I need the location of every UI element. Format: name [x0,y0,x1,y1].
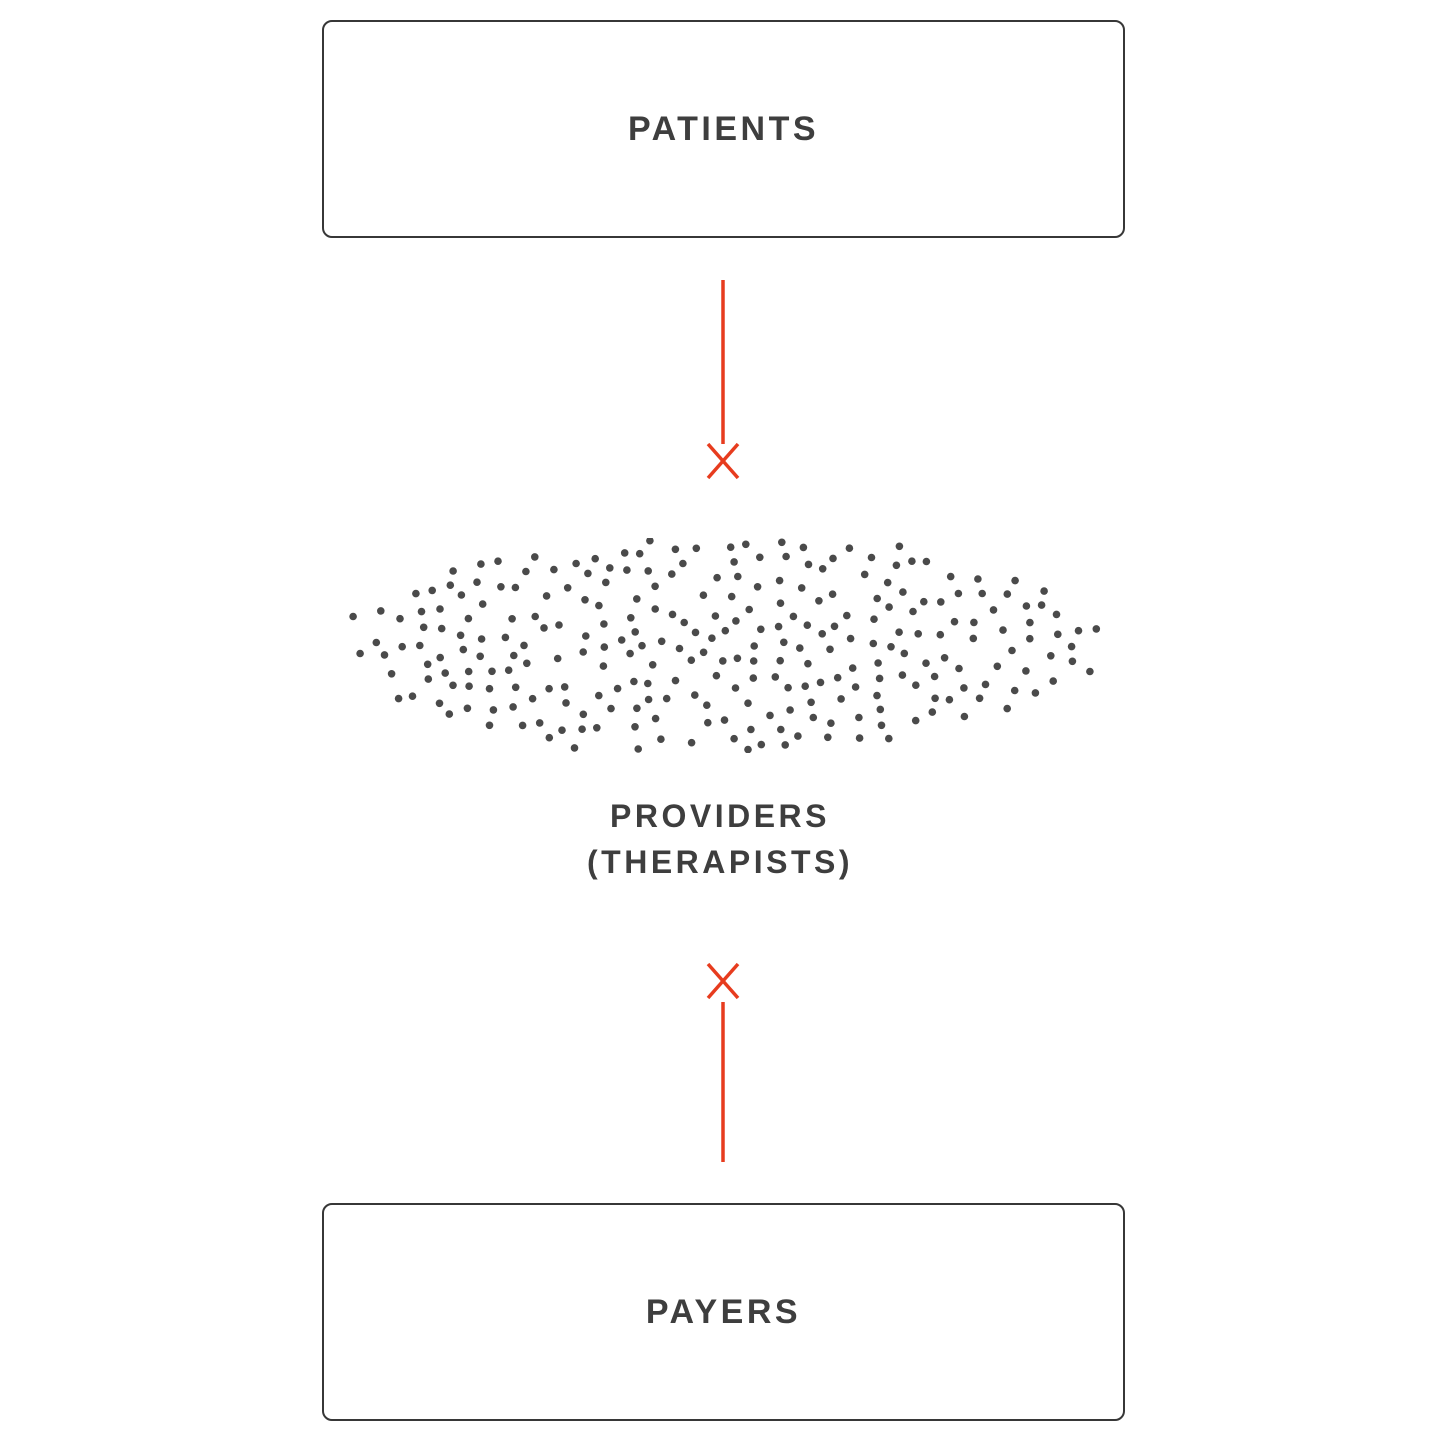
payers-box: PAYERS [322,1203,1125,1421]
patients-label: PATIENTS [627,109,820,148]
providers-label: PROVIDERS (THERAPISTS) [0,793,1440,885]
providers-dot-cloud [349,538,1101,753]
patients-box: PATIENTS [322,20,1125,238]
providers-label-line2: (THERAPISTS) [587,844,853,880]
blocked-arrow-up-icon [706,962,740,1162]
blocked-arrow-down-icon [706,280,740,480]
providers-label-line1: PROVIDERS [610,798,830,834]
payers-label: PAYERS [645,1292,802,1331]
